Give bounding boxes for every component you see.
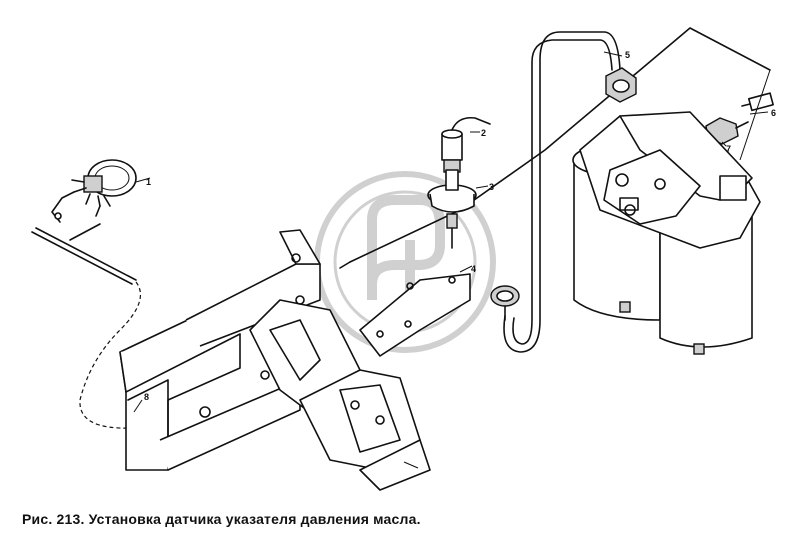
callout-4: 4 bbox=[471, 264, 476, 274]
callout-2: 2 bbox=[481, 128, 486, 138]
oil-filter bbox=[572, 69, 771, 355]
oil-pipe bbox=[503, 31, 621, 353]
pressure-gauge bbox=[51, 159, 151, 223]
callout-8: 8 bbox=[144, 392, 149, 402]
callouts: 1 2 3 4 5 6 7 8 bbox=[144, 50, 776, 402]
callout-3: 3 bbox=[489, 182, 494, 192]
dashed-routing-line bbox=[79, 281, 141, 429]
signal-wire bbox=[349, 27, 771, 263]
figure-caption: Рис. 213. Установка датчика указателя да… bbox=[22, 511, 421, 527]
filter-plug bbox=[741, 92, 774, 112]
leader-lines bbox=[133, 51, 769, 469]
callout-5: 5 bbox=[625, 50, 630, 60]
sensor-fitting bbox=[490, 285, 520, 321]
filter-fitting bbox=[605, 67, 637, 103]
engine-mount bbox=[299, 369, 431, 491]
callout-6: 6 bbox=[771, 108, 776, 118]
oil-pressure-sensor bbox=[427, 116, 491, 249]
callout-7: 7 bbox=[726, 144, 731, 154]
callout-1: 1 bbox=[146, 177, 151, 187]
sensor-bracket bbox=[359, 265, 473, 357]
gauge-tube bbox=[31, 223, 137, 285]
